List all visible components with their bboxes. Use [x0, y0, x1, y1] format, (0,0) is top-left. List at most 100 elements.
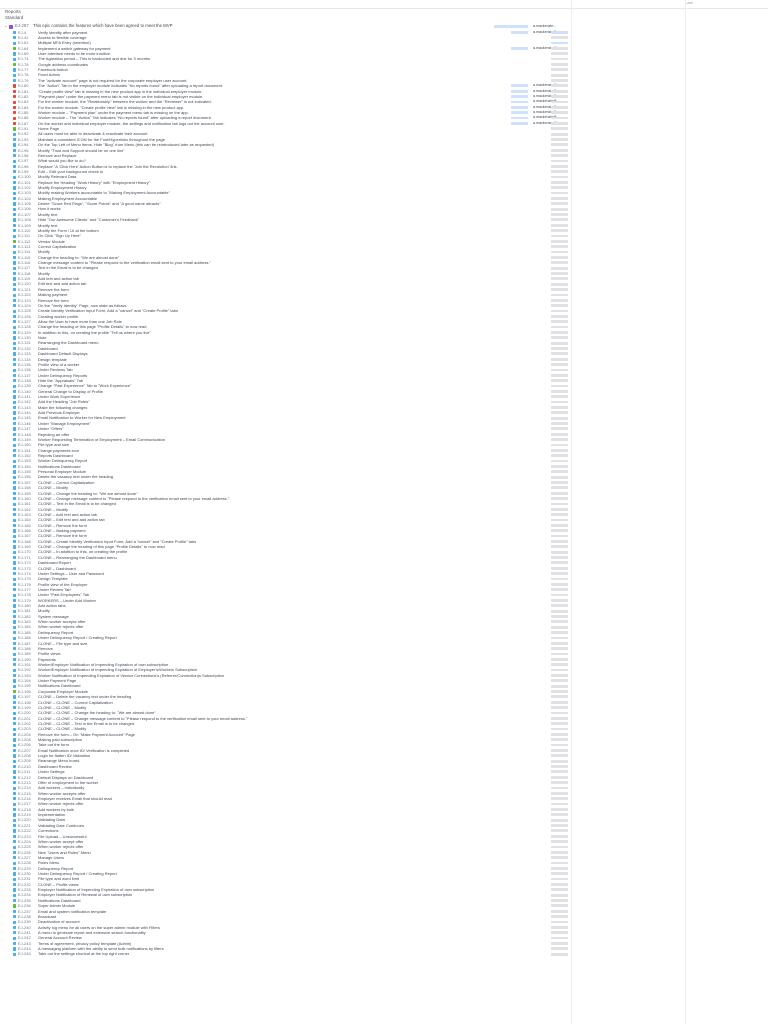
issue-key[interactable]: EJ-147 — [18, 426, 31, 432]
issue-summary[interactable]: Create Identity Verification Input Form;… — [38, 308, 178, 314]
issue-key[interactable]: EJ-112 — [18, 238, 31, 244]
issue-summary[interactable]: Make the following changes — [38, 404, 88, 410]
issue-summary[interactable]: Under Reviews Tab — [38, 367, 73, 373]
issue-key[interactable]: EJ-238 — [18, 913, 31, 919]
status-badge[interactable] — [551, 899, 568, 902]
status-badge[interactable] — [551, 272, 568, 275]
status-badge[interactable] — [551, 223, 568, 227]
status-badge[interactable] — [551, 298, 568, 302]
issue-summary[interactable]: Take out the settings shortcut at the to… — [38, 951, 130, 957]
issue-summary[interactable]: Design Template — [38, 576, 68, 582]
issue-key[interactable]: EJ-156 — [18, 474, 31, 480]
status-badge[interactable] — [551, 893, 568, 897]
issue-key[interactable]: EJ-126 — [18, 313, 31, 319]
status-badge[interactable] — [551, 465, 568, 468]
status-badge[interactable] — [551, 502, 568, 506]
status-badge[interactable] — [551, 282, 568, 286]
issue-key[interactable]: EJ-163 — [18, 511, 31, 517]
status-badge[interactable] — [551, 679, 568, 683]
status-badge[interactable] — [551, 915, 568, 918]
issue-key[interactable]: EJ-133 — [18, 351, 31, 357]
issue-summary[interactable]: Google address coordinates — [38, 61, 89, 67]
issue-key[interactable]: EJ-104 — [18, 195, 31, 201]
issue-summary[interactable]: Under "Past Employees" Tab — [38, 592, 90, 598]
issue-key[interactable]: EJ-242 — [18, 935, 31, 941]
status-badge[interactable] — [551, 448, 568, 452]
status-badge[interactable] — [551, 888, 568, 892]
status-badge[interactable] — [551, 834, 568, 838]
issue-summary[interactable]: Personal Employer Module — [38, 469, 87, 475]
issue-summary[interactable]: Under Delinquency Report / Creating Repo… — [38, 871, 117, 877]
issue-summary[interactable]: Facebook button — [38, 67, 68, 73]
issue-summary[interactable]: Email Notification once ID/ Verification… — [38, 747, 130, 753]
issue-summary[interactable]: Modify — [38, 249, 50, 255]
issue-summary[interactable]: Creating worker profile — [38, 313, 79, 319]
status-badge[interactable] — [551, 695, 568, 699]
issue-key[interactable]: EJ-218 — [18, 806, 31, 812]
status-badge[interactable] — [551, 432, 568, 436]
issue-summary[interactable]: The Agreation period – This is hardcoded… — [38, 56, 150, 62]
issue-summary[interactable]: CLONE – CLONE – Change message content t… — [38, 715, 248, 721]
issue-summary[interactable]: Making payment — [38, 292, 68, 298]
issue-summary[interactable]: CLONE – CLONE – Correct Capitalization — [38, 699, 113, 705]
epic-summary[interactable]: This epic contains the features which ha… — [33, 23, 173, 28]
issue-key[interactable]: EJ-213 — [18, 779, 31, 785]
issue-key[interactable]: EJ-123 — [18, 297, 31, 303]
status-badge[interactable] — [551, 46, 568, 50]
issue-key[interactable]: EJ-223 — [18, 833, 31, 839]
issue-summary[interactable]: On the worker and individual employer mo… — [38, 120, 225, 126]
issue-summary[interactable]: Worker Notification of Impending Expirat… — [38, 672, 225, 678]
issue-key[interactable]: EJ-93 — [18, 136, 29, 142]
issue-summary[interactable]: Change the heading of this page "Profile… — [38, 324, 147, 330]
status-badge[interactable] — [551, 925, 568, 929]
issue-summary[interactable]: Worker Requesting Termination of Employm… — [38, 436, 166, 442]
issue-summary[interactable]: CLONE – File type and size — [38, 640, 88, 646]
status-badge[interactable] — [551, 572, 568, 575]
issue-key[interactable]: EJ-99 — [18, 168, 29, 174]
issue-key[interactable]: EJ-186 — [18, 635, 31, 641]
issue-summary[interactable]: Change payments icon — [38, 447, 79, 453]
issue-summary[interactable]: On Click "Sign Up Here" — [38, 233, 82, 239]
issue-summary[interactable]: Replace "A 'Click Here' Action Button is… — [38, 163, 178, 169]
status-badge[interactable] — [551, 105, 568, 109]
issue-key[interactable]: EJ-205 — [18, 737, 31, 743]
issue-summary[interactable]: CLONE – Correct Capitalization — [38, 479, 95, 485]
status-badge[interactable] — [551, 883, 568, 886]
issue-summary[interactable]: On the "Verify Identity" Page, now state… — [38, 302, 127, 308]
issue-key[interactable]: EJ-179 — [18, 597, 31, 603]
issue-key[interactable]: EJ-152 — [18, 452, 31, 458]
issue-summary[interactable]: CLONE – Remove the form — [38, 533, 87, 539]
issue-summary[interactable]: Super Admin Module — [38, 903, 76, 909]
